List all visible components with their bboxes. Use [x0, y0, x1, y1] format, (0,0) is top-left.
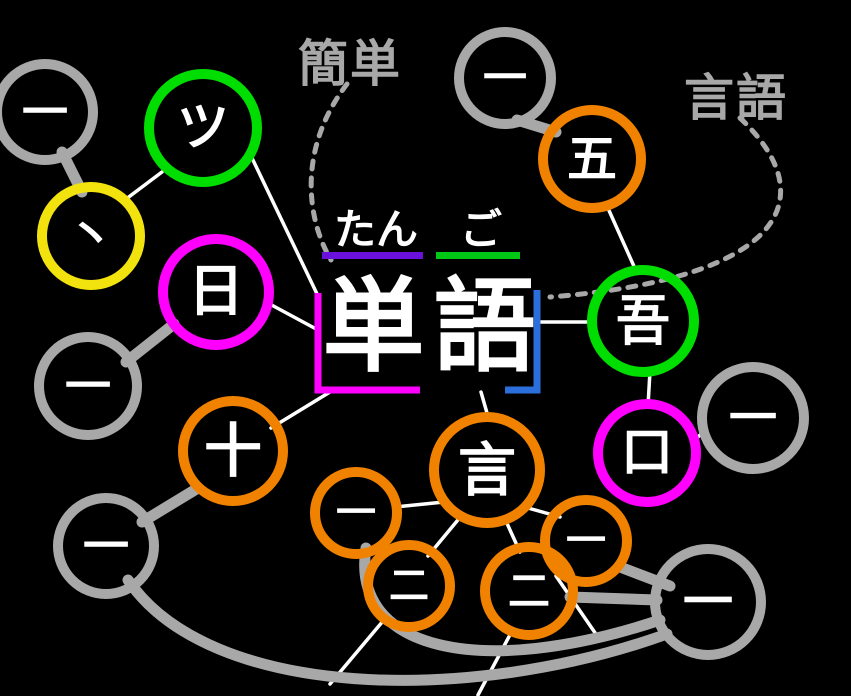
node-label-tsu-component: ツ — [177, 98, 229, 158]
furigana-underline-tan — [322, 252, 423, 259]
node-label-stroke-c: 二 — [508, 567, 550, 616]
node-go-component[interactable]: 吾 — [587, 265, 699, 377]
node-label-stroke-b: 二 — [389, 563, 429, 609]
node-circle-sun-component[interactable] — [158, 234, 274, 350]
node-gray-mid-left[interactable]: 一 — [34, 332, 142, 440]
node-label-say-component: 言 — [458, 436, 516, 504]
node-circle-gray-bottom-right[interactable] — [650, 544, 766, 660]
furigana-go: ご — [460, 205, 503, 254]
node-circle-stroke-b[interactable] — [363, 540, 455, 632]
example-word-gengo[interactable]: 言語 — [684, 69, 788, 127]
edge-gray — [120, 318, 180, 368]
node-circle-dot-stroke[interactable] — [37, 182, 145, 290]
node-stroke-c[interactable]: 二 — [480, 542, 578, 640]
example-word-kantan[interactable]: 簡単 — [298, 35, 402, 93]
edge-gray — [136, 482, 204, 528]
node-stroke-d[interactable]: 一 — [540, 495, 632, 587]
node-label-sun-component: 日 — [188, 260, 244, 325]
center-kanji-tan[interactable]: 単 — [322, 268, 425, 387]
node-label-gray-bottom-right: 一 — [683, 573, 733, 631]
edge-gray — [564, 591, 663, 606]
edge-white — [264, 300, 320, 332]
node-circle-tsu-component[interactable] — [144, 69, 262, 187]
node-label-gray-top-left: 一 — [22, 85, 68, 139]
node-gray-bottom-right[interactable]: 一 — [650, 544, 766, 660]
node-circle-go-component[interactable] — [587, 265, 699, 377]
node-circle-ten-component[interactable] — [178, 396, 288, 506]
node-circle-mouth-component[interactable] — [593, 399, 701, 507]
node-circle-stroke-a[interactable] — [310, 467, 402, 559]
nodes-layer: 一ツ丶日一十一一五吾口一言一二二一一 — [0, 27, 809, 660]
node-label-gray-bottom-left: 一 — [83, 519, 129, 573]
node-circle-stroke-c[interactable] — [480, 542, 578, 640]
node-circle-gray-top[interactable] — [454, 27, 556, 129]
node-circle-gray-top-left[interactable] — [0, 59, 98, 165]
edge-gray — [122, 574, 673, 686]
node-circle-five-component[interactable] — [538, 105, 646, 213]
node-dot-stroke[interactable]: 丶 — [37, 182, 145, 290]
node-circle-gray-right[interactable] — [697, 362, 809, 474]
node-label-gray-right: 一 — [729, 390, 777, 446]
node-label-dot-stroke: 丶 — [67, 208, 115, 264]
node-label-go-component: 吾 — [616, 290, 670, 353]
node-gray-top-left[interactable]: 一 — [0, 59, 98, 165]
node-circle-stroke-d[interactable] — [540, 495, 632, 587]
edge-white — [120, 170, 164, 204]
node-label-gray-top: 一 — [483, 53, 527, 104]
center-kanji-row: 単 語 — [318, 262, 540, 394]
go-bracket — [505, 290, 541, 394]
node-circle-gray-mid-left[interactable] — [34, 332, 142, 440]
node-say-component[interactable]: 言 — [429, 412, 545, 528]
node-circle-say-component[interactable] — [429, 412, 545, 528]
edge-dashed — [308, 81, 350, 263]
node-circle-gray-bottom-left[interactable] — [53, 493, 159, 599]
node-label-five-component: 五 — [567, 130, 617, 188]
node-ten-component[interactable]: 十 — [178, 396, 288, 506]
edges-layer — [56, 81, 784, 696]
node-stroke-b[interactable]: 二 — [363, 540, 455, 632]
furigana-tan: たん — [334, 205, 419, 254]
node-gray-top[interactable]: 一 — [454, 27, 556, 129]
edge-dashed — [547, 115, 784, 300]
edge-white — [269, 390, 332, 430]
node-sun-component[interactable]: 日 — [158, 234, 274, 350]
edge-white — [250, 156, 320, 298]
node-tsu-component[interactable]: ツ — [144, 69, 262, 187]
edge-white — [605, 204, 639, 275]
node-label-ten-component: 十 — [204, 417, 262, 485]
furigana-row: たん ご — [318, 196, 540, 254]
node-label-stroke-a: 一 — [336, 490, 376, 536]
edge-white — [554, 574, 602, 642]
node-gray-right[interactable]: 一 — [697, 362, 809, 474]
node-stroke-a[interactable]: 一 — [310, 467, 402, 559]
furigana-underline-go — [436, 252, 520, 259]
center-kanji-go[interactable]: 語 — [433, 268, 536, 387]
tan-bracket — [314, 293, 420, 394]
node-mouth-component[interactable]: 口 — [593, 399, 701, 507]
node-label-stroke-d: 一 — [566, 518, 606, 564]
kanji-brackets-layer — [314, 290, 541, 394]
node-five-component[interactable]: 五 — [538, 105, 646, 213]
edge-white — [393, 500, 446, 509]
node-label-mouth-component: 口 — [621, 423, 673, 483]
edge-white — [476, 629, 514, 696]
node-gray-bottom-left[interactable]: 一 — [53, 493, 159, 599]
node-label-gray-mid-left: 一 — [65, 359, 111, 413]
